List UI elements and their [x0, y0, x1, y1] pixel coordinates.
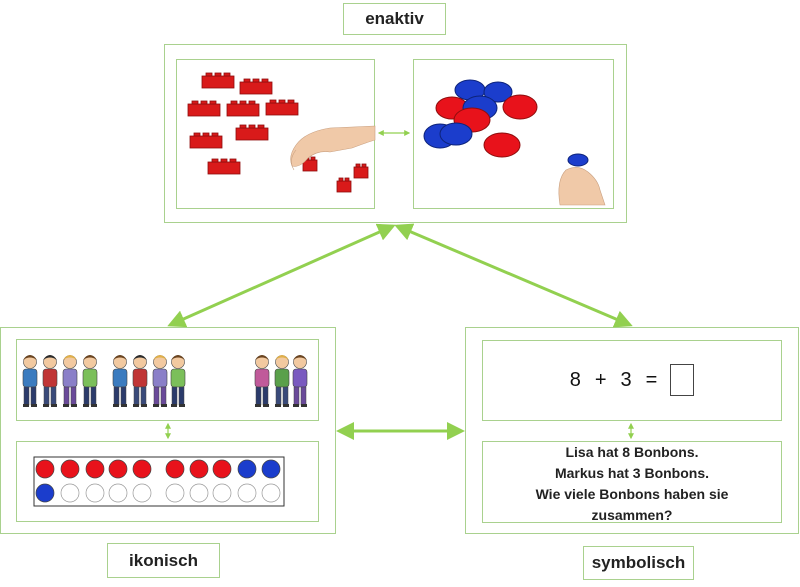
- child-figure: [292, 355, 308, 407]
- ten-frame-empty-dot: [60, 483, 80, 503]
- child-figure: [62, 355, 78, 407]
- ten-frame-red-dot: [132, 459, 152, 479]
- label-ikonisch: ikonisch: [107, 543, 220, 578]
- child-figure: [42, 355, 58, 407]
- ten-frame-empty-dot: [108, 483, 128, 503]
- child-figure: [254, 355, 270, 407]
- symbolisch-story-panel: [482, 441, 782, 523]
- lego-bricks-image: [187, 72, 369, 193]
- word-problem: Lisa hat 8 Bonbons. Markus hat 3 Bonbons…: [482, 442, 782, 523]
- child-figure: [22, 355, 38, 407]
- story-line: Markus hat 3 Bonbons.: [554, 465, 710, 481]
- story-line: zusammen?: [591, 507, 673, 523]
- ten-frame-blue-dot: [261, 459, 281, 479]
- arrow-enaktiv-symbolisch: [394, 223, 633, 328]
- ten-frame-empty-dot: [261, 483, 281, 503]
- child-figure: [274, 355, 290, 407]
- equation-operator: +: [594, 368, 607, 391]
- story-line: Lisa hat 8 Bonbons.: [565, 444, 699, 460]
- ten-frame-empty-dot: [165, 483, 185, 503]
- ten-frame-red-dot: [85, 459, 105, 479]
- equation: 8 + 3 =: [482, 340, 782, 420]
- ten-frame-red-dot: [212, 459, 232, 479]
- ten-frame-red-dot: [35, 459, 55, 479]
- counters-image: [423, 79, 606, 206]
- child-figure: [152, 355, 168, 407]
- ten-frame-empty-dot: [85, 483, 105, 503]
- ten-frame-blue-dot: [237, 459, 257, 479]
- hand-image: [290, 125, 376, 171]
- children-image: [22, 355, 308, 407]
- ten-frame-empty-dot: [132, 483, 152, 503]
- ten-frame-empty-dot: [237, 483, 257, 503]
- equation-left: 8: [569, 368, 581, 391]
- label-enaktiv: enaktiv: [343, 3, 446, 35]
- child-figure: [82, 355, 98, 407]
- ten-frame-red-dot: [189, 459, 209, 479]
- child-figure: [170, 355, 186, 407]
- ten-frame-empty-dot: [189, 483, 209, 503]
- child-figure: [112, 355, 128, 407]
- story-line: Wie viele Bonbons haben sie: [535, 486, 729, 502]
- symbolisch-equation-panel: [482, 340, 782, 421]
- ten-frame-red-dot: [60, 459, 80, 479]
- equation-equals: =: [645, 368, 658, 391]
- ten-frame-red-dot: [165, 459, 185, 479]
- ten-frame-blue-dot: [35, 483, 55, 503]
- ten-frame-red-dot: [108, 459, 128, 479]
- label-symbolisch: symbolisch: [583, 546, 694, 580]
- ten-frame-dots: [35, 459, 281, 503]
- ten-frame-empty-dot: [212, 483, 232, 503]
- arrow-enaktiv-ikonisch: [167, 223, 396, 328]
- answer-box: [670, 364, 695, 396]
- equation-right: 3: [620, 368, 632, 391]
- child-figure: [132, 355, 148, 407]
